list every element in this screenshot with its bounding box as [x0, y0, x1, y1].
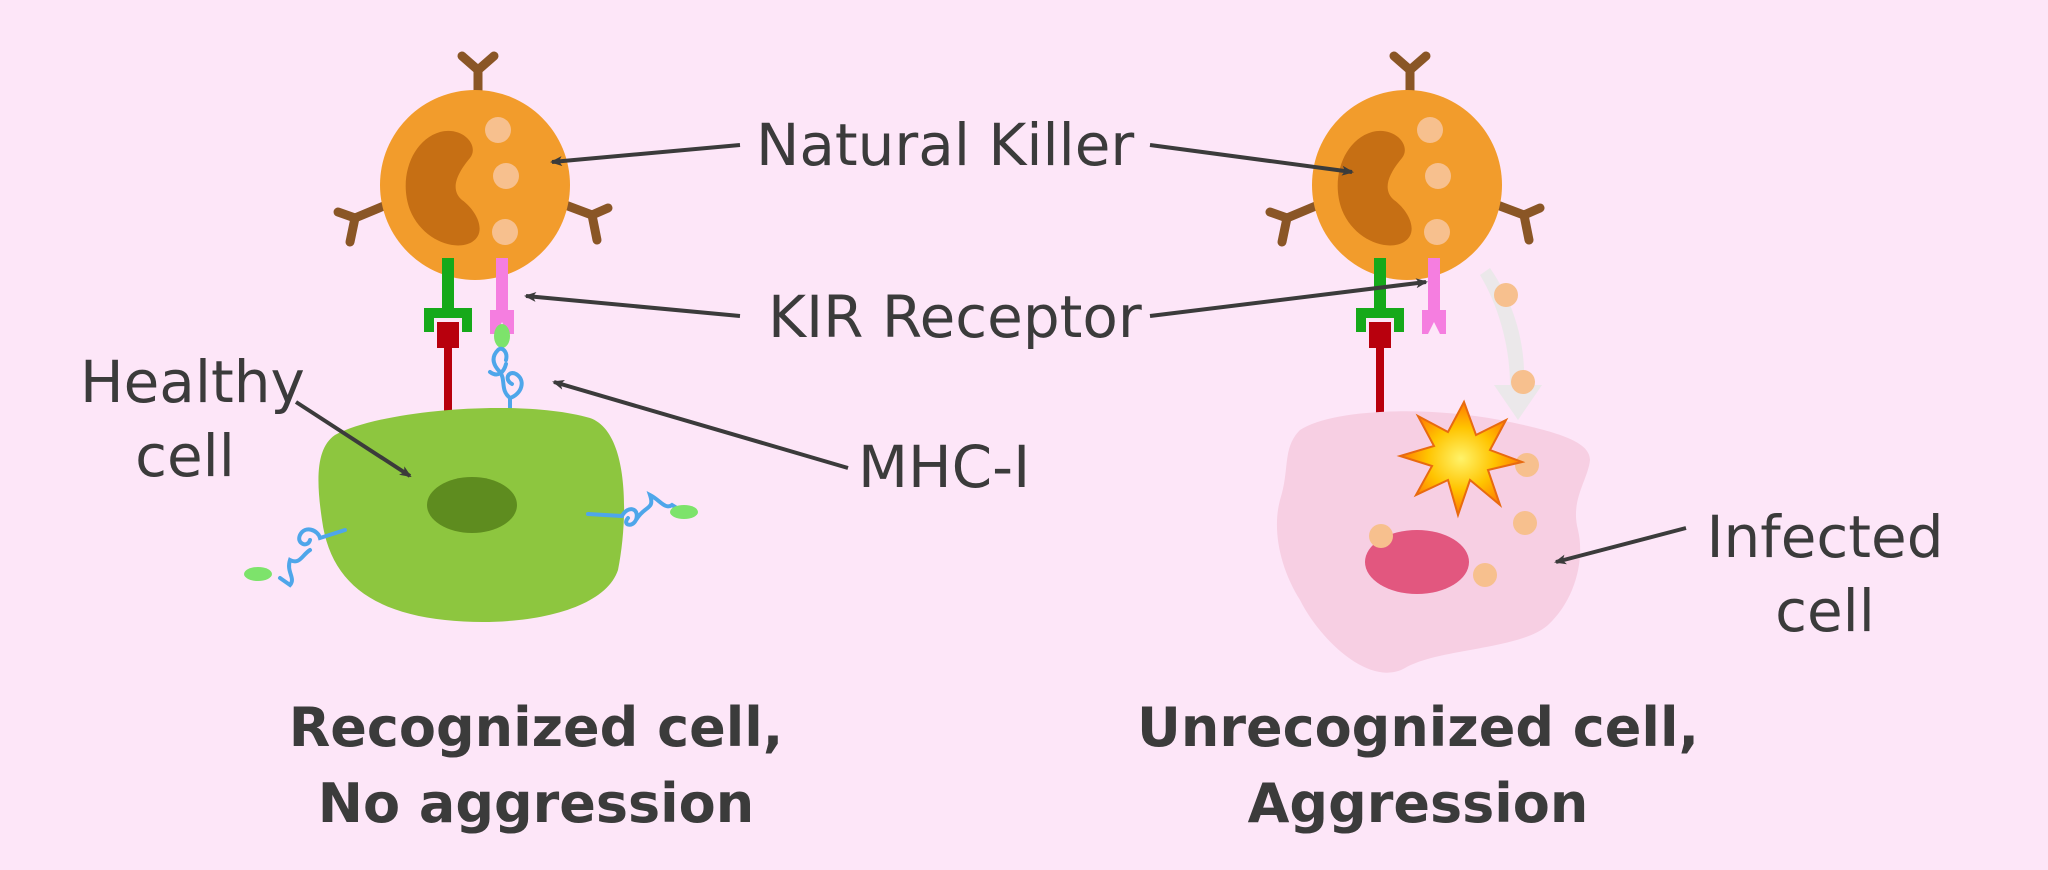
healthy-cell-label-line1: Healthy — [80, 348, 305, 416]
infected-cell-label-line1: Infected — [1706, 503, 1944, 571]
infected-cell-label-line2: cell — [1775, 577, 1875, 645]
granule-release-arrow — [1480, 268, 1542, 420]
lysis-burst — [1396, 399, 1526, 519]
nk-granule — [492, 219, 518, 245]
nk-granule — [1424, 219, 1450, 245]
right-caption: Unrecognized cell, Aggression — [1118, 690, 1718, 842]
nk-nucleus — [1337, 130, 1412, 246]
nk-granule — [493, 163, 519, 189]
right-caption-line2: Aggression — [1247, 772, 1589, 835]
ligand-right — [1369, 322, 1391, 430]
infected-granule — [1473, 563, 1497, 587]
nk-granule — [1425, 163, 1451, 189]
mhc-i-left-top — [491, 346, 524, 434]
nk-granule — [485, 117, 511, 143]
released-granule — [1511, 370, 1535, 394]
healthy-cell-label: Healthy cell — [80, 345, 305, 493]
healthy-cell-label-line2: cell — [135, 422, 235, 490]
mhc-i-label: MHC-I — [858, 433, 1031, 501]
right-caption-line1: Unrecognized cell, — [1137, 696, 1699, 759]
left-caption-line1: Recognized cell, — [288, 696, 784, 759]
nk-cell-right — [1265, 51, 1545, 280]
activating-receptor-right — [1356, 258, 1404, 332]
ligand-left — [437, 322, 459, 430]
infected-nucleus — [1365, 530, 1469, 594]
infected-granule — [1513, 511, 1537, 535]
mhc-i-right-side — [586, 491, 682, 527]
mhc-i-left-side — [278, 527, 347, 588]
left-caption: Recognized cell, No aggression — [236, 690, 836, 842]
activating-receptor-left — [424, 258, 472, 332]
infected-granule — [1515, 453, 1539, 477]
kir-receptor-label: KIR Receptor — [768, 283, 1142, 351]
pointer-arrows — [294, 143, 1687, 565]
kir-receptor-right — [1422, 258, 1446, 334]
healthy-nucleus — [427, 477, 517, 533]
kir-receptor-left — [490, 258, 514, 334]
infected-granule — [1369, 524, 1393, 548]
left-caption-line2: No aggression — [317, 772, 755, 835]
infected-cell-label: Infected cell — [1700, 500, 1950, 648]
released-granule — [1494, 283, 1518, 307]
nk-granule — [1417, 117, 1443, 143]
nk-nucleus — [405, 130, 480, 246]
nk-cell-left — [333, 51, 613, 280]
healthy-cell — [318, 407, 625, 622]
natural-killer-label: Natural Killer — [756, 111, 1135, 179]
mhc-peptide — [244, 567, 272, 581]
infected-cell — [1276, 411, 1590, 673]
mhc-peptide — [670, 505, 698, 519]
mhc-peptide — [494, 324, 510, 348]
